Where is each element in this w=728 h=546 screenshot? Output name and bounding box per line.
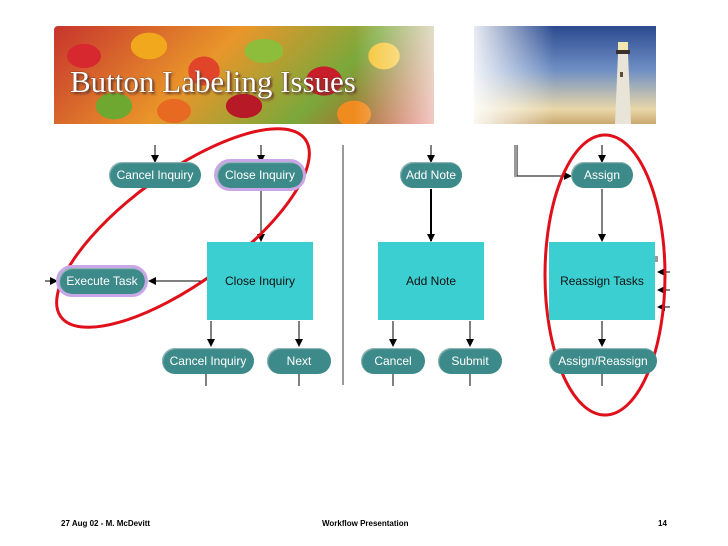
next-button[interactable]: Next — [267, 348, 331, 374]
separator-line — [342, 145, 344, 385]
reassign-tasks-box: Reassign Tasks — [549, 242, 655, 320]
add-note-box: Add Note — [378, 242, 484, 320]
highlight-ellipse-right — [543, 133, 667, 417]
side-bar-top — [514, 145, 517, 177]
footer-author-date: 27 Aug 02 - M. McDevitt — [61, 519, 151, 528]
side-bar-right — [655, 256, 658, 262]
assign-button[interactable]: Assign — [571, 162, 633, 188]
lighthouse-icon — [615, 42, 631, 124]
banner-fade — [354, 26, 554, 124]
highlight-ellipse-left — [55, 127, 311, 329]
cancel-inquiry-button[interactable]: Cancel Inquiry — [109, 162, 201, 188]
assign-reassign-button[interactable]: Assign/Reassign — [549, 348, 657, 374]
footer-page-number: 14 — [658, 519, 667, 528]
close-inquiry-button[interactable]: Close Inquiry — [214, 159, 306, 191]
add-note-button[interactable]: Add Note — [400, 162, 462, 188]
arrow-side-into-assign — [516, 145, 572, 180]
header-banner — [54, 26, 656, 124]
cancel-button[interactable]: Cancel — [361, 348, 425, 374]
submit-button[interactable]: Submit — [438, 348, 502, 374]
close-inquiry-box: Close Inquiry — [207, 242, 313, 320]
cancel-inquiry-bottom-button[interactable]: Cancel Inquiry — [162, 348, 254, 374]
execute-task-button[interactable]: Execute Task — [56, 265, 148, 297]
page-title: Button Labeling Issues — [70, 64, 356, 99]
footer-presentation-name: Workflow Presentation — [322, 519, 409, 528]
